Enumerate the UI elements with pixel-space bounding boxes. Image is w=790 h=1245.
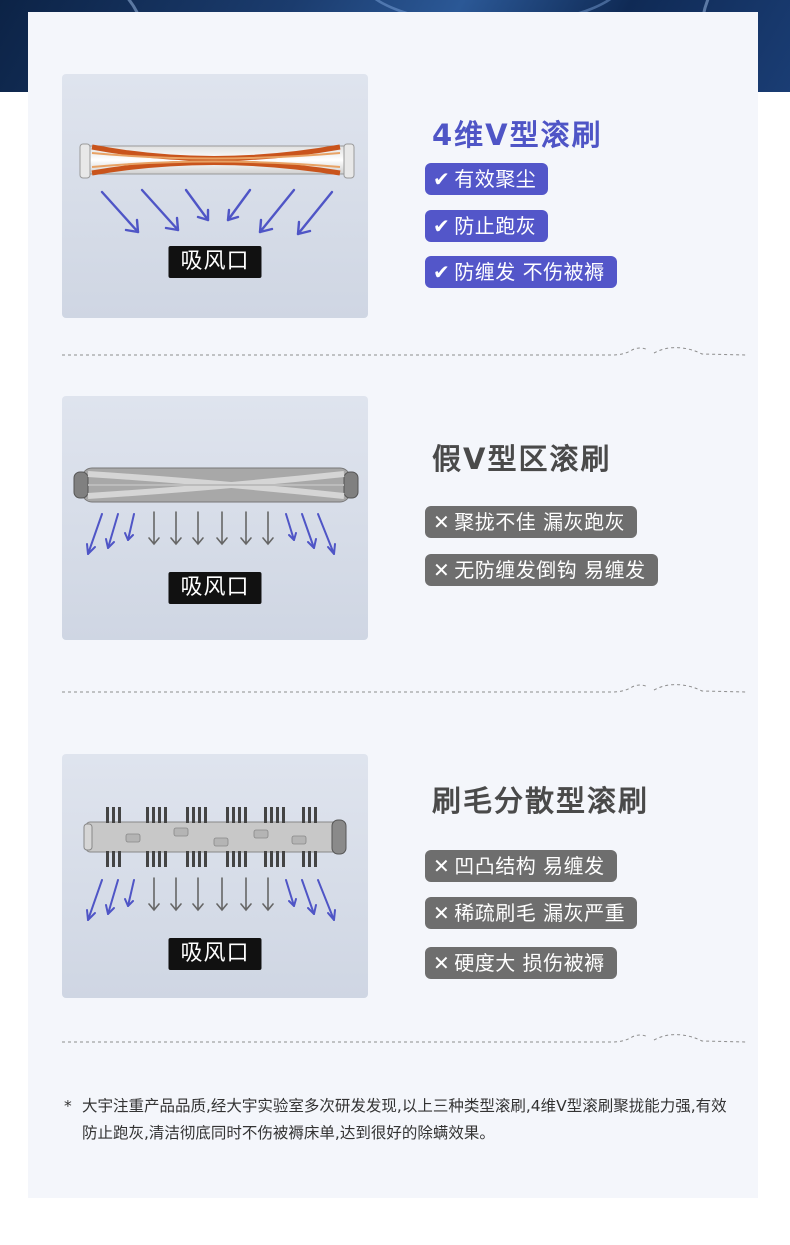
feature-tag: ✕聚拢不佳 漏灰跑灰 [425, 506, 638, 538]
fake-v-brush-illustration [73, 467, 359, 555]
section-divider [62, 1034, 746, 1043]
air-inlet-label: 吸风口 [168, 246, 262, 278]
feature-tag: ✕凹凸结构 易缠发 [425, 850, 617, 882]
cross-icon: ✕ [433, 854, 451, 878]
scattered-brush-image: 吸风口 [62, 754, 368, 998]
footnote-text: 大宇注重产品品质,经大宇实验室多次研发发现,以上三种类型滚刷,4维V型滚刷聚拢能… [82, 1097, 727, 1142]
fake-v-brush-image: 吸风口 [62, 396, 368, 640]
cross-icon: ✕ [433, 510, 451, 534]
check-icon: ✔ [433, 260, 451, 284]
cross-icon: ✕ [433, 558, 451, 582]
section-divider [62, 684, 746, 693]
cross-icon: ✕ [433, 901, 451, 925]
feature-tag: ✔防缠发 不伤被褥 [425, 256, 617, 288]
v-brush-illustration [79, 143, 355, 236]
comparison-card: 吸风口 4维V型滚刷 ✔有效聚尘 ✔防止跑灰 ✔防缠发 不伤被褥 [28, 12, 758, 1198]
section-title: 4维V型滚刷 [432, 118, 603, 152]
tag-label: 凹凸结构 易缠发 [454, 854, 605, 878]
check-icon: ✔ [433, 167, 451, 191]
feature-tag: ✕无防缠发倒钩 易缠发 [425, 554, 658, 586]
tag-label: 聚拢不佳 漏灰跑灰 [454, 510, 626, 534]
check-icon: ✔ [433, 214, 451, 238]
tag-label: 防缠发 不伤被褥 [454, 260, 605, 284]
section-divider [62, 347, 746, 356]
section-title: 刷毛分散型滚刷 [432, 784, 650, 818]
section-title: 假V型区滚刷 [432, 442, 612, 476]
air-inlet-label: 吸风口 [168, 572, 262, 604]
tag-label: 硬度大 损伤被褥 [454, 951, 605, 975]
feature-tag: ✔有效聚尘 [425, 163, 549, 195]
tag-label: 有效聚尘 [454, 167, 537, 191]
tag-label: 无防缠发倒钩 易缠发 [454, 558, 646, 582]
feature-tag: ✕硬度大 损伤被褥 [425, 947, 617, 979]
footnote: * 大宇注重产品品质,经大宇实验室多次研发发现,以上三种类型滚刷,4维V型滚刷聚… [64, 1093, 728, 1147]
footnote-asterisk: * [64, 1097, 72, 1115]
tag-label: 防止跑灰 [454, 214, 537, 238]
feature-tag: ✔防止跑灰 [425, 210, 549, 242]
tag-label: 稀疏刷毛 漏灰严重 [454, 901, 626, 925]
air-inlet-label: 吸风口 [168, 938, 262, 970]
feature-tag: ✕稀疏刷毛 漏灰严重 [425, 897, 638, 929]
v-brush-image: 吸风口 [62, 74, 368, 318]
cross-icon: ✕ [433, 951, 451, 975]
scattered-brush-illustration [83, 807, 347, 921]
